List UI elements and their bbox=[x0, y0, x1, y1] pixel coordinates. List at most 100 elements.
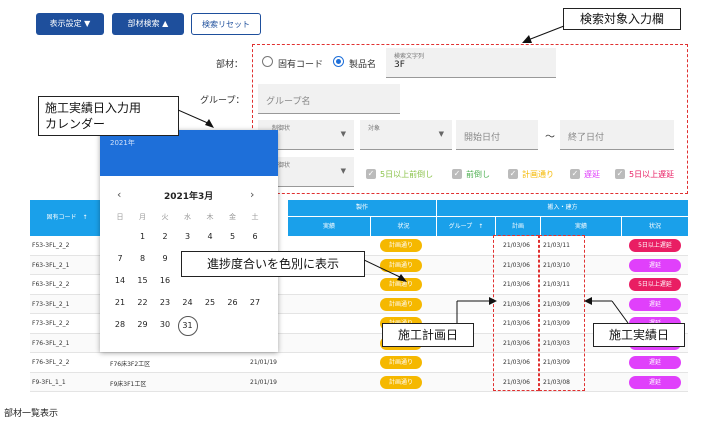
calendar-day[interactable]: 6 bbox=[252, 232, 258, 241]
row-status[interactable]: 遅延 bbox=[629, 258, 681, 272]
calendar-day[interactable]: 14 bbox=[114, 276, 126, 285]
row-actual-date: 21/03/09 bbox=[543, 320, 570, 327]
callout-plan-arrow-icon bbox=[456, 297, 497, 323]
radio-product-label: 製品名 bbox=[349, 60, 377, 70]
legend-check-icon[interactable]: ✓ bbox=[452, 169, 462, 179]
legend-check-icon[interactable]: ✓ bbox=[366, 169, 376, 179]
row-status[interactable]: 5日以上遅延 bbox=[629, 239, 681, 252]
col-actual-header: 実績 bbox=[288, 217, 370, 236]
row-plan-date: 21/03/06 bbox=[503, 320, 530, 327]
callout-color-arrow-icon bbox=[364, 259, 407, 282]
col-plan-header: 計画 bbox=[496, 217, 540, 236]
row-plan-date: 21/03/06 bbox=[503, 281, 530, 288]
calendar-month-title: 2021年3月 bbox=[164, 192, 214, 202]
calendar-day[interactable]: 28 bbox=[114, 320, 126, 329]
end-date-placeholder: 終了日付 bbox=[568, 133, 605, 143]
calendar-day[interactable]: 27 bbox=[249, 298, 261, 307]
chevron-down-icon: ▼ bbox=[340, 130, 346, 138]
row-code: F76-3FL_2_1 bbox=[32, 339, 70, 347]
select-2[interactable]: 対象 ▼ bbox=[360, 120, 452, 150]
row-code: F76-3FL_2_2 bbox=[32, 359, 70, 366]
row-status[interactable]: 遅延 bbox=[629, 356, 681, 369]
callout-color-progress: 進捗度合いを色別に表示 bbox=[181, 251, 365, 277]
calendar-day[interactable]: 9 bbox=[162, 254, 168, 263]
legend-check-icon[interactable]: ✓ bbox=[615, 169, 625, 179]
row-code: F9-3FL_1_1 bbox=[32, 378, 66, 386]
table-row[interactable] bbox=[30, 353, 688, 373]
row-status[interactable]: 遅延 bbox=[629, 297, 681, 311]
callout-actual-arrow-icon bbox=[584, 297, 629, 324]
group-input[interactable]: グループ名 bbox=[258, 84, 400, 114]
calendar-day[interactable]: 8 bbox=[139, 254, 146, 263]
parts-search-button[interactable]: 部材検索 ▲ bbox=[112, 13, 184, 35]
col-group-header[interactable]: グループ ↑ bbox=[437, 217, 495, 236]
header-group-make: 製作 bbox=[288, 200, 436, 216]
search-text-input[interactable]: 検索文字列 3F bbox=[386, 48, 556, 78]
table-row[interactable] bbox=[30, 372, 688, 392]
row-make-date: 21/01/19 bbox=[250, 359, 277, 366]
row-plan-date: 21/03/06 bbox=[503, 339, 530, 347]
radio-code[interactable] bbox=[262, 56, 273, 67]
calendar-day[interactable]: 29 bbox=[137, 320, 148, 329]
chevron-down-icon: ▼ bbox=[340, 167, 346, 175]
calendar-day[interactable]: 21 bbox=[114, 298, 126, 307]
calendar-day[interactable]: 4 bbox=[207, 232, 213, 241]
legend-check-icon[interactable]: ✓ bbox=[570, 169, 580, 179]
calendar-day[interactable]: 16 bbox=[159, 276, 171, 285]
calendar-day[interactable]: 15 bbox=[137, 276, 148, 285]
legend-check-icon[interactable]: ✓ bbox=[508, 169, 518, 179]
calendar-header: 2021年 bbox=[100, 130, 278, 176]
row-name: F76床3F2工区 bbox=[110, 361, 151, 368]
calendar-day[interactable]: 1 bbox=[139, 232, 146, 241]
calendar-day[interactable]: 5 bbox=[229, 232, 236, 241]
calendar-day[interactable]: 2 bbox=[162, 232, 168, 241]
search-reset-button[interactable]: 検索リセット bbox=[191, 13, 261, 35]
calendar-day[interactable]: 31 bbox=[177, 316, 198, 336]
radio-product-dot bbox=[336, 59, 341, 64]
row-make-status[interactable]: 計画通り bbox=[380, 278, 422, 291]
row-make-status[interactable]: 計画通り bbox=[380, 356, 422, 369]
col-code-header[interactable]: 固有コード ↑ bbox=[30, 200, 104, 236]
row-code: F53-3FL_2_2 bbox=[32, 242, 70, 249]
search-text-value: 3F bbox=[394, 60, 405, 70]
calendar-day[interactable]: 3 bbox=[184, 232, 191, 241]
select-1-label: 制御状 bbox=[272, 125, 291, 132]
calendar-day[interactable]: 24 bbox=[182, 298, 193, 307]
calendar-day[interactable]: 26 bbox=[227, 298, 238, 307]
legend-label: 5日以上前倒し bbox=[380, 170, 434, 179]
calendar-next-icon[interactable]: › bbox=[250, 188, 255, 201]
group-placeholder: グループ名 bbox=[266, 97, 311, 107]
row-actual-date: 21/03/11 bbox=[543, 281, 570, 288]
row-plan-date: 21/03/06 bbox=[503, 261, 530, 269]
end-date-input[interactable]: 終了日付 bbox=[560, 120, 674, 150]
calendar-day[interactable]: 7 bbox=[117, 254, 123, 263]
calendar-day[interactable]: 25 bbox=[204, 298, 216, 307]
group-label: グループ： bbox=[200, 96, 245, 106]
calendar-weekday: 火 bbox=[161, 213, 169, 221]
col-status2-header: 状況 bbox=[622, 217, 688, 236]
row-make-status[interactable]: 計画通り bbox=[380, 239, 422, 252]
display-settings-button[interactable]: 表示設定 ▼ bbox=[36, 13, 104, 35]
row-plan-date: 21/03/06 bbox=[503, 378, 530, 386]
row-make-status[interactable]: 計画通り bbox=[380, 258, 422, 272]
calendar-day[interactable]: 30 bbox=[159, 320, 171, 329]
parts-label: 部材： bbox=[216, 60, 244, 70]
row-code: F63-3FL_2_1 bbox=[32, 261, 70, 269]
calendar-day[interactable]: 23 bbox=[159, 298, 171, 307]
legend-label: 遅延 bbox=[584, 170, 600, 179]
row-name: F9床3F1工区 bbox=[110, 380, 147, 388]
calendar-weekday: 日 bbox=[116, 213, 124, 221]
row-make-date: 21/01/19 bbox=[250, 378, 277, 386]
calendar-prev-icon[interactable]: ‹ bbox=[117, 188, 122, 201]
callout-actual-date: 施工実績日 bbox=[593, 323, 685, 347]
row-status[interactable]: 5日以上遅延 bbox=[629, 278, 681, 291]
legend-label: 計画通り bbox=[522, 170, 554, 179]
calendar-day[interactable]: 22 bbox=[137, 298, 148, 307]
calendar-year[interactable]: 2021年 bbox=[110, 139, 135, 147]
row-status[interactable]: 遅延 bbox=[629, 375, 681, 389]
row-make-status[interactable]: 計画通り bbox=[380, 297, 422, 311]
start-date-input[interactable]: 開始日付 bbox=[456, 120, 538, 150]
radio-product[interactable] bbox=[333, 56, 344, 67]
row-make-status[interactable]: 計画通り bbox=[380, 375, 422, 389]
